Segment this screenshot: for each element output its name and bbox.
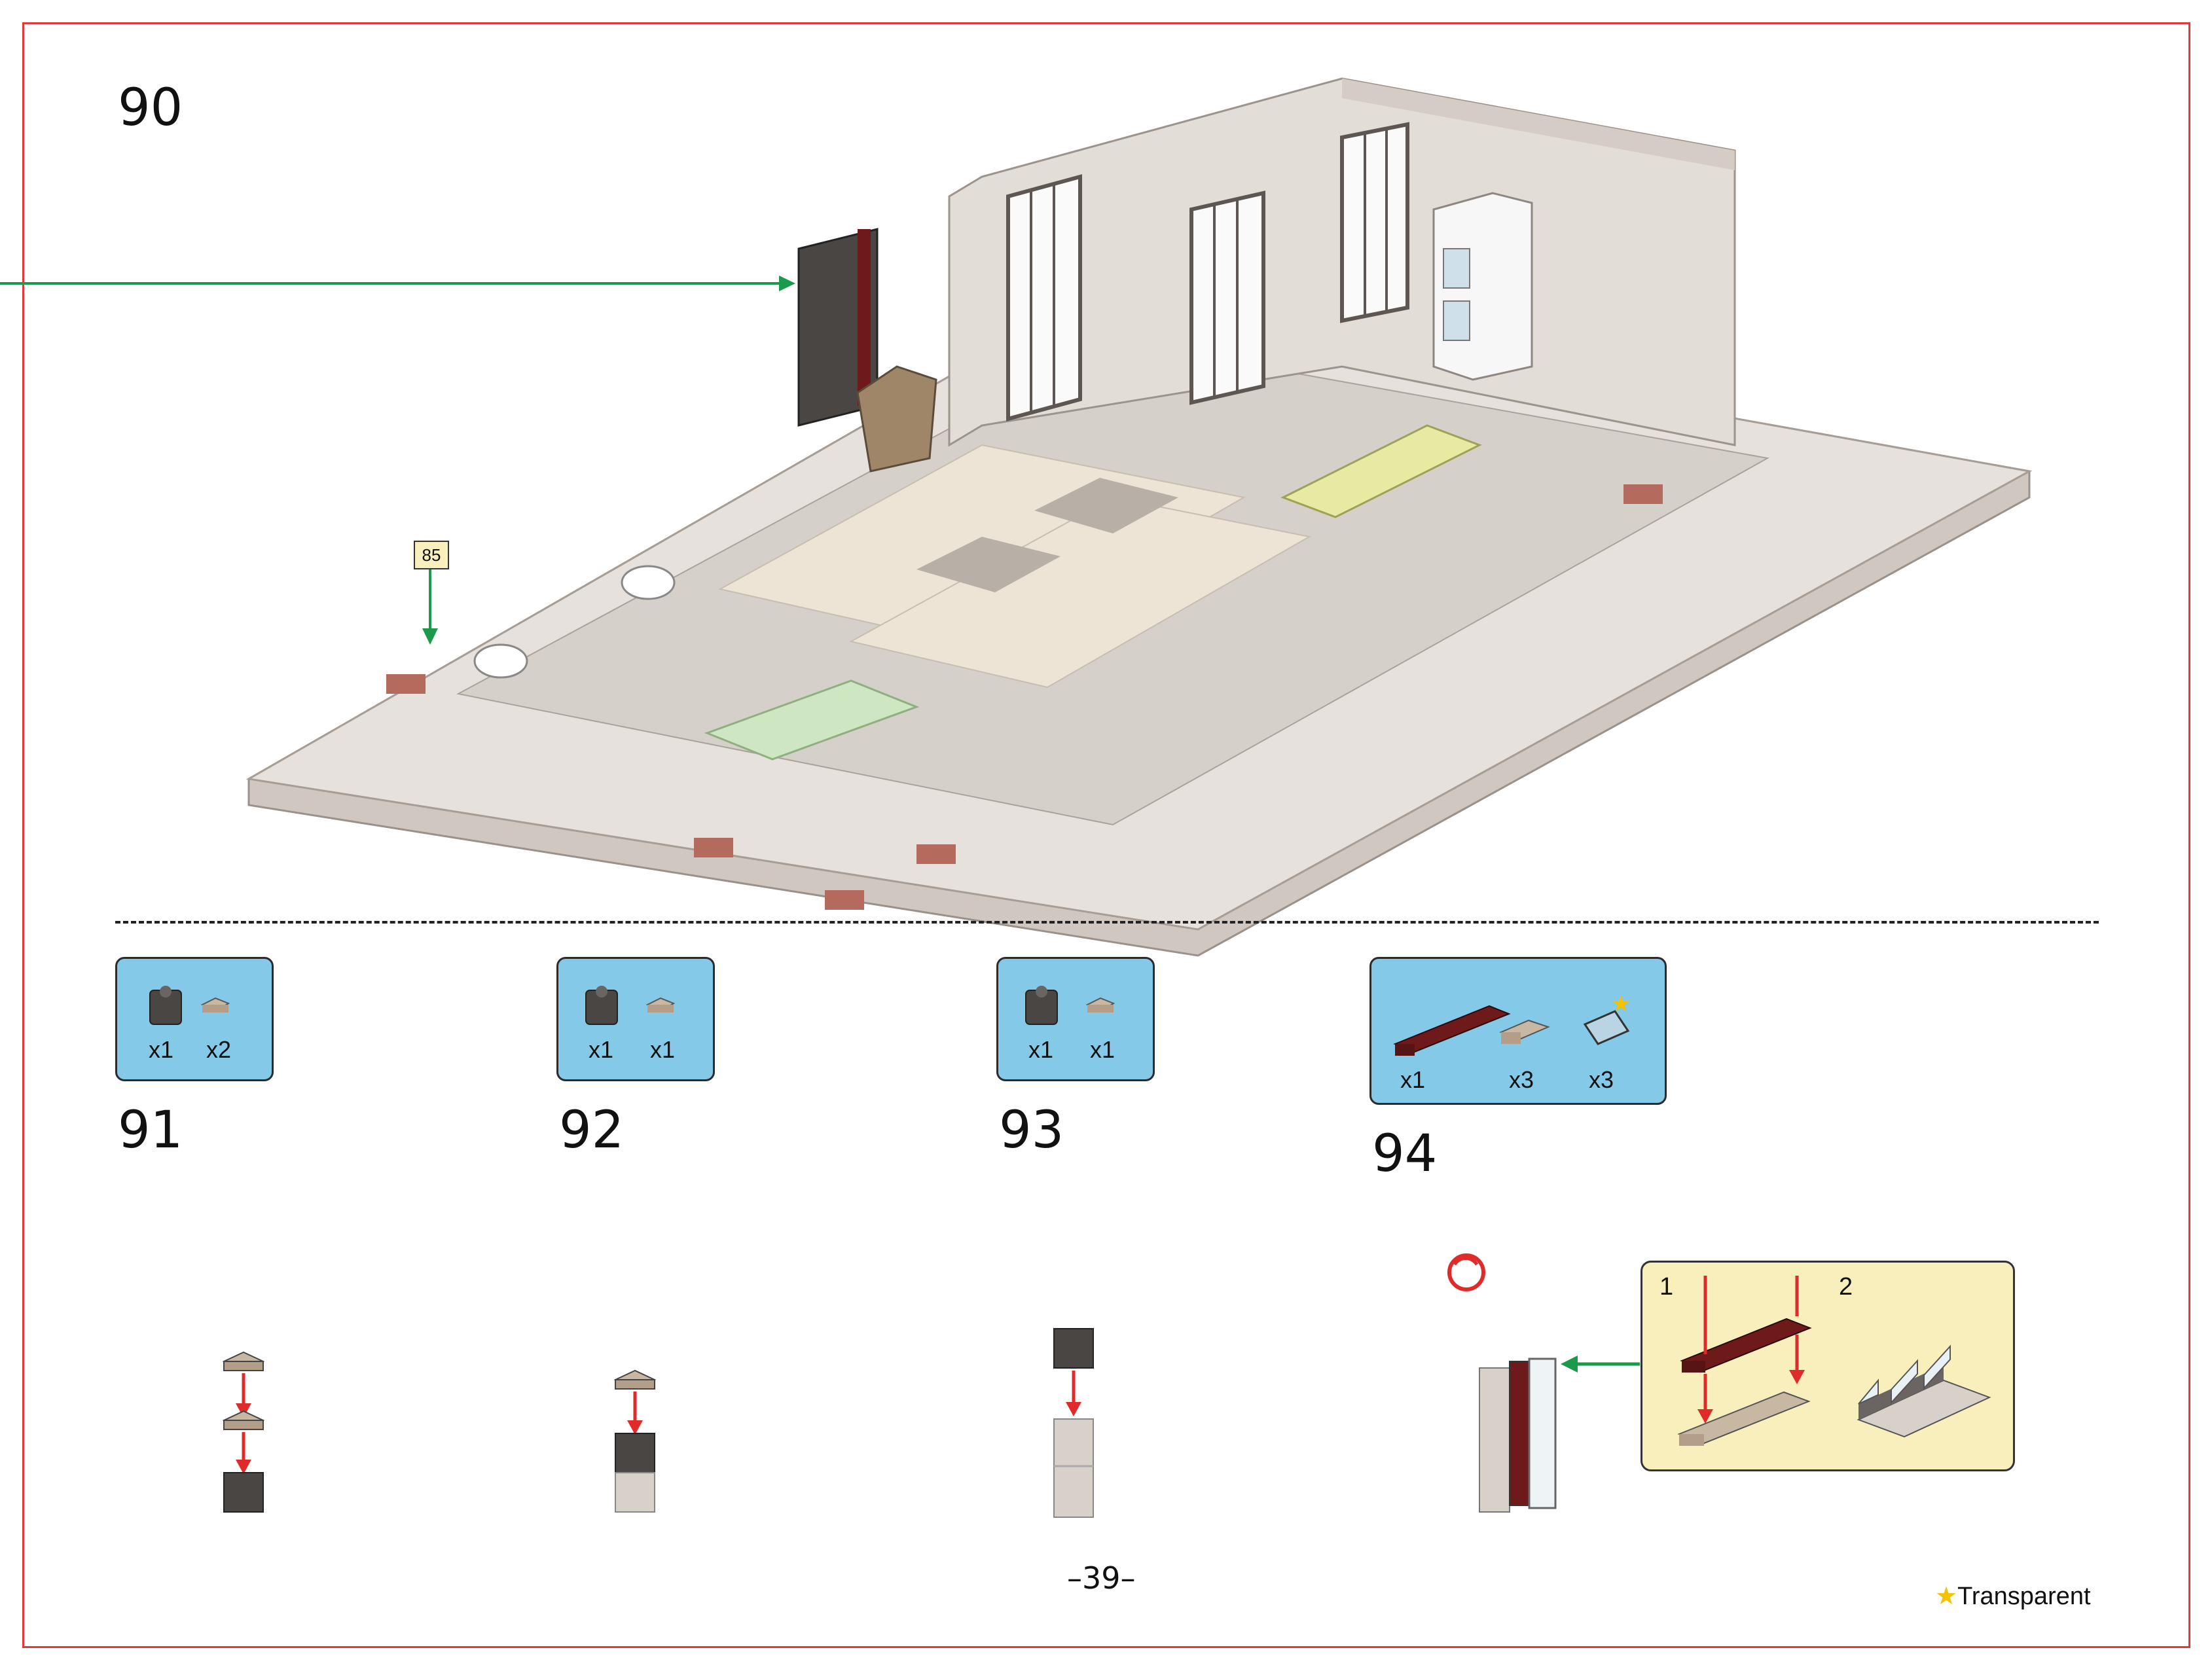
step-reference-tag: 85 bbox=[414, 541, 449, 569]
parts-icons bbox=[585, 986, 676, 1025]
qty-label: x1 bbox=[149, 1036, 174, 1063]
transparent-star-icon: ★ bbox=[1935, 1583, 1958, 1610]
parts-box-94: ★ x1 x3 x3 bbox=[1369, 957, 1667, 1105]
parts-icons bbox=[1025, 986, 1115, 1025]
sub-assembly-callout: 1 2 bbox=[1641, 1261, 2015, 1471]
section-divider bbox=[115, 921, 2099, 924]
transparent-star-icon: ★ bbox=[1611, 991, 1631, 1017]
rotate-icon bbox=[1447, 1253, 1485, 1291]
qty-label: x2 bbox=[206, 1036, 232, 1063]
step-number-93: 93 bbox=[999, 1101, 1064, 1160]
qty-label: x1 bbox=[1400, 1066, 1426, 1093]
qty-label: x1 bbox=[650, 1036, 676, 1063]
sub-step-2: 2 bbox=[1839, 1273, 1853, 1301]
page-number: –39– bbox=[1067, 1560, 1136, 1596]
sub-step-1: 1 bbox=[1659, 1273, 1674, 1301]
step-number-91: 91 bbox=[118, 1101, 183, 1160]
qty-label: x1 bbox=[1028, 1036, 1054, 1063]
parts-icons: ★ bbox=[1393, 991, 1631, 1056]
parts-box-92: x1 x1 bbox=[556, 957, 715, 1081]
qty-label: x3 bbox=[1589, 1066, 1614, 1093]
page-frame bbox=[22, 22, 2190, 1648]
qty-label: x3 bbox=[1509, 1066, 1534, 1093]
parts-box-93: x1 x1 bbox=[996, 957, 1155, 1081]
sub-assembly-art bbox=[1677, 1276, 1991, 1446]
step-number-94: 94 bbox=[1372, 1124, 1438, 1183]
legend-text: Transparent bbox=[1957, 1583, 2091, 1610]
qty-label: x1 bbox=[589, 1036, 614, 1063]
step-number-92: 92 bbox=[559, 1101, 625, 1160]
step-number-90: 90 bbox=[118, 79, 183, 137]
legend: ★Transparent bbox=[1935, 1581, 2091, 1611]
qty-label: x1 bbox=[1090, 1036, 1115, 1063]
parts-icons bbox=[149, 986, 230, 1025]
parts-box-91: x1 x2 bbox=[115, 957, 274, 1081]
